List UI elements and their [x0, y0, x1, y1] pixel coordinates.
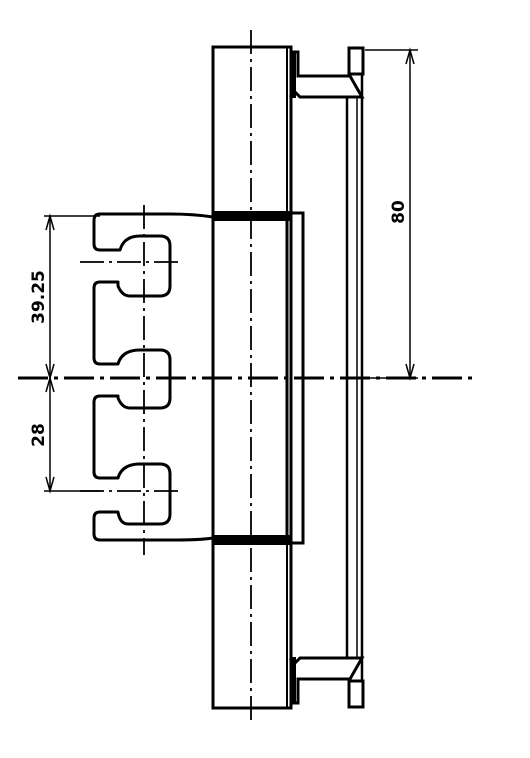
top-bracket-fill [290, 52, 296, 98]
center-lines [80, 30, 252, 722]
bottom-bracket-fill [290, 657, 296, 703]
dimension-overall-height [365, 47, 418, 381]
arrow-28-top [45, 375, 55, 393]
bottom-cap [347, 679, 365, 709]
arrow-39-top [45, 213, 55, 231]
dimension-label-28: 28 [29, 423, 49, 447]
arrow-28-bottom [45, 476, 55, 494]
arrow-80-top [405, 47, 415, 65]
top-cap [347, 46, 365, 76]
dimension-label-39-25: 39.25 [29, 270, 49, 324]
dimension-pitch [44, 213, 100, 494]
arrow-80-bottom [405, 363, 415, 381]
dimension-label-80: 80 [389, 200, 409, 224]
upper-band [213, 211, 291, 221]
lower-band [213, 535, 291, 545]
